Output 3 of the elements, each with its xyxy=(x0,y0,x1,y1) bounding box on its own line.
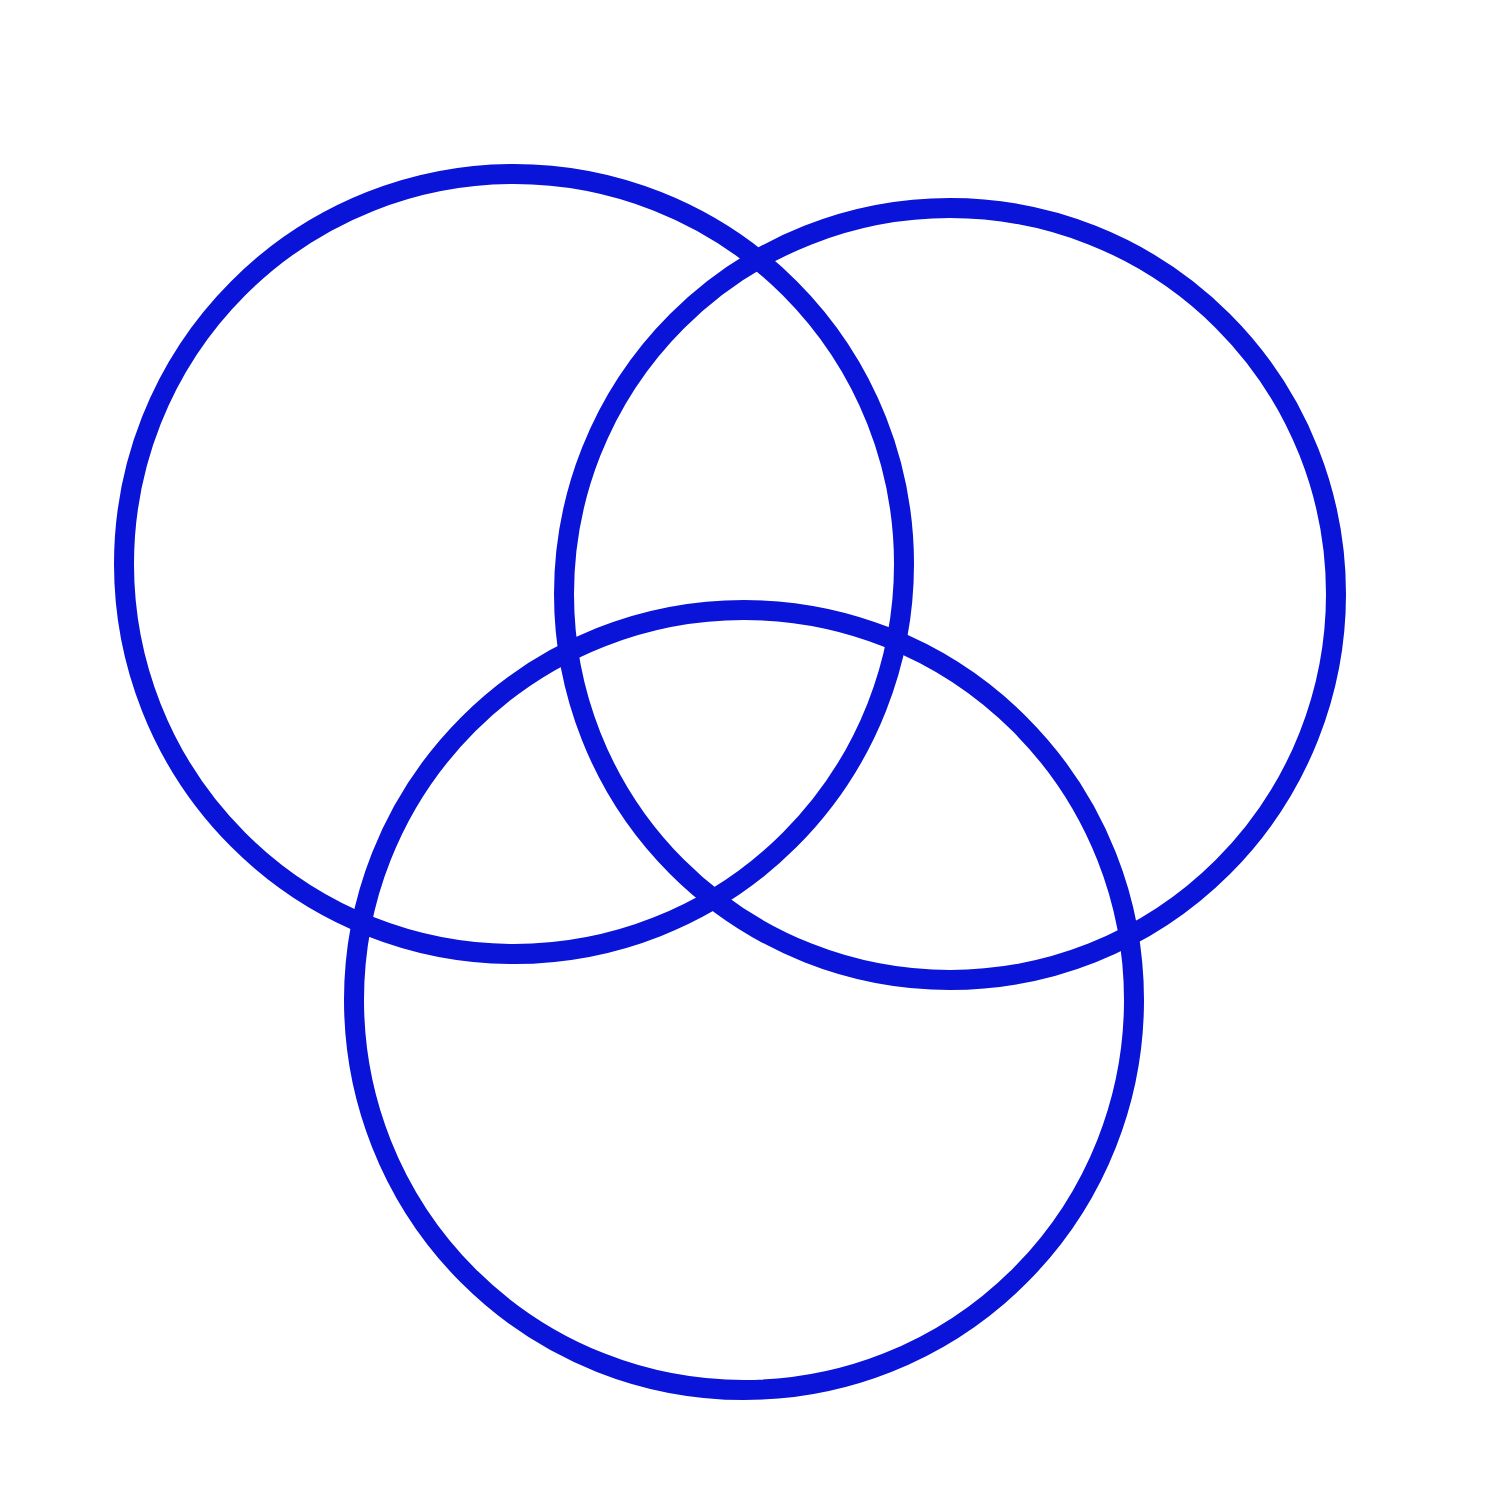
venn-circle xyxy=(114,164,914,964)
venn-circle xyxy=(554,198,1346,990)
venn-circle xyxy=(344,600,1144,1400)
